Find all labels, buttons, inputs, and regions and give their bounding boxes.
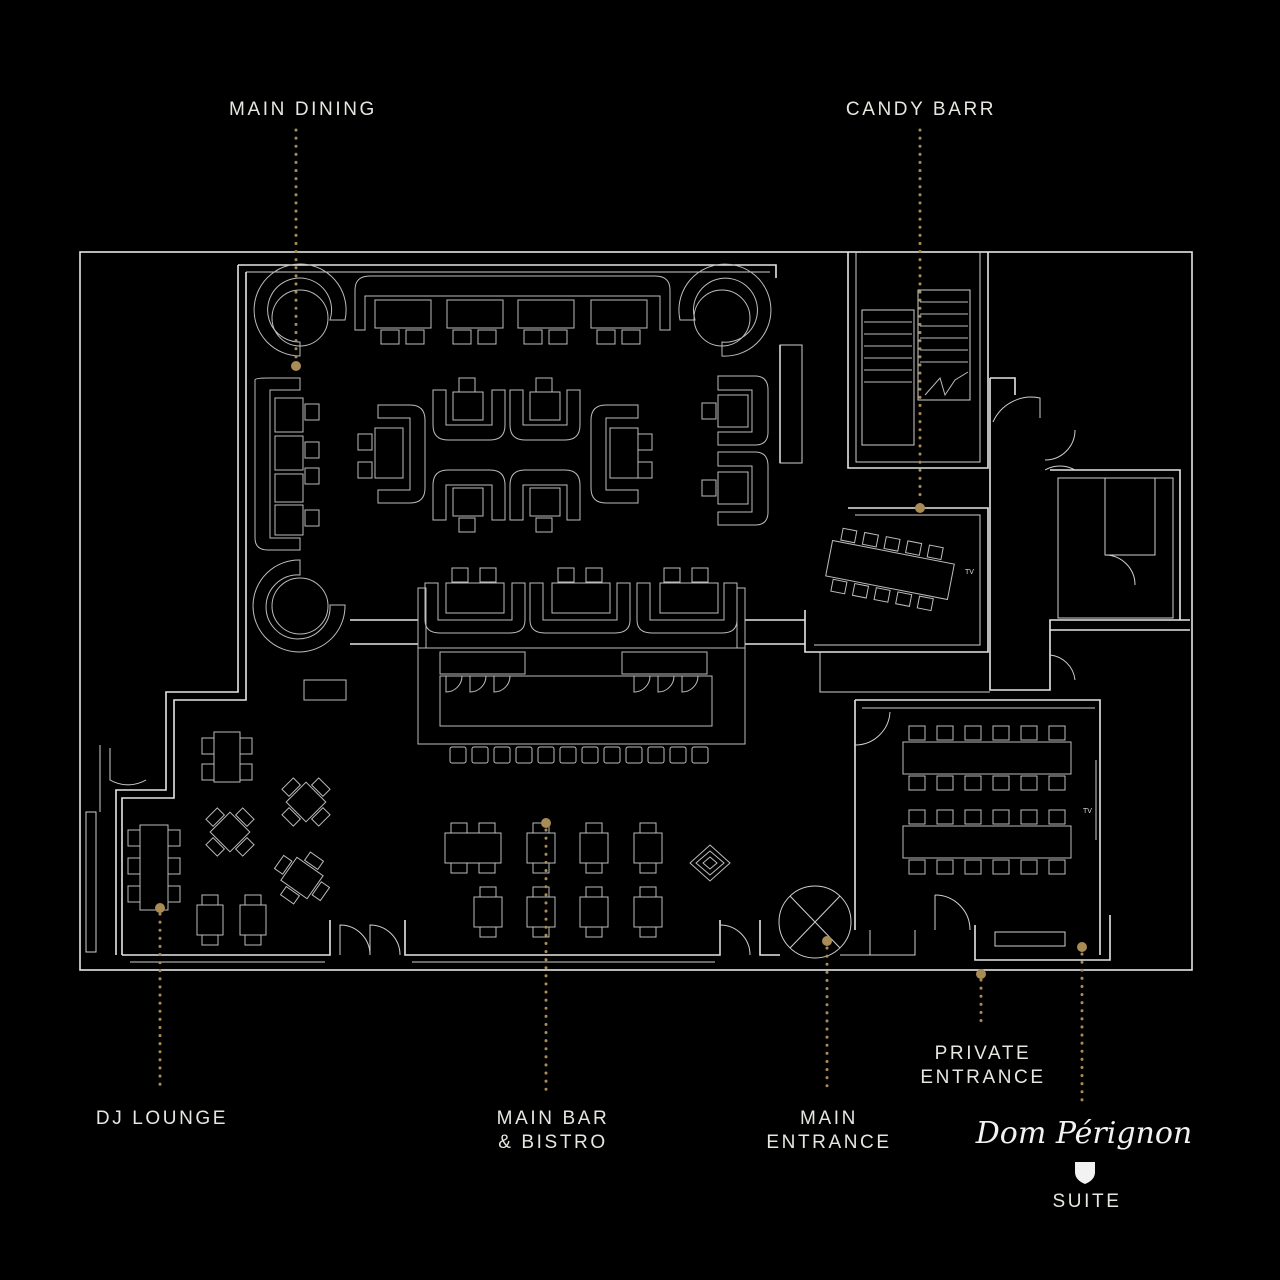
label-private-entrance-line2: ENTRANCE xyxy=(920,1067,1045,1088)
label-main-bar-line1: MAIN BAR xyxy=(497,1108,610,1129)
label-suite: SUITE xyxy=(1053,1191,1122,1212)
interior-walls xyxy=(85,252,1190,963)
marker-private-entrance xyxy=(976,969,986,979)
main-bar-furniture xyxy=(303,647,746,764)
dj-lounge-furniture xyxy=(127,731,331,946)
label-main-entrance-line1: MAIN xyxy=(800,1108,858,1129)
leader-lines xyxy=(155,128,1087,1102)
suite-tv-label: TV xyxy=(1083,808,1092,815)
label-main-bar-line2: & BISTRO xyxy=(498,1132,607,1153)
label-dj-lounge: DJ LOUNGE xyxy=(96,1108,228,1129)
marker-candy-barr xyxy=(915,503,925,513)
bistro-furniture xyxy=(444,822,731,938)
candy-barr-furniture xyxy=(825,527,955,612)
marker-main-dining xyxy=(291,361,301,371)
main-dining-furniture xyxy=(252,263,772,653)
marker-main-bar xyxy=(541,818,551,828)
dom-perignon-logo: Dom Pérignon xyxy=(975,1116,1193,1151)
label-private-entrance-line1: PRIVATE xyxy=(935,1043,1032,1064)
shield-icon xyxy=(1075,1162,1095,1184)
marker-dj-lounge xyxy=(155,903,165,913)
label-candy-barr: CANDY BARR xyxy=(846,99,996,120)
marker-main-entrance xyxy=(822,936,832,946)
building-outline xyxy=(79,251,1193,971)
candy-barr-tv-label: TV xyxy=(965,569,974,576)
label-main-dining: MAIN DINING xyxy=(229,99,377,120)
label-main-entrance-line2: ENTRANCE xyxy=(766,1132,891,1153)
marker-suite xyxy=(1077,942,1087,952)
suite-furniture xyxy=(902,725,1072,875)
